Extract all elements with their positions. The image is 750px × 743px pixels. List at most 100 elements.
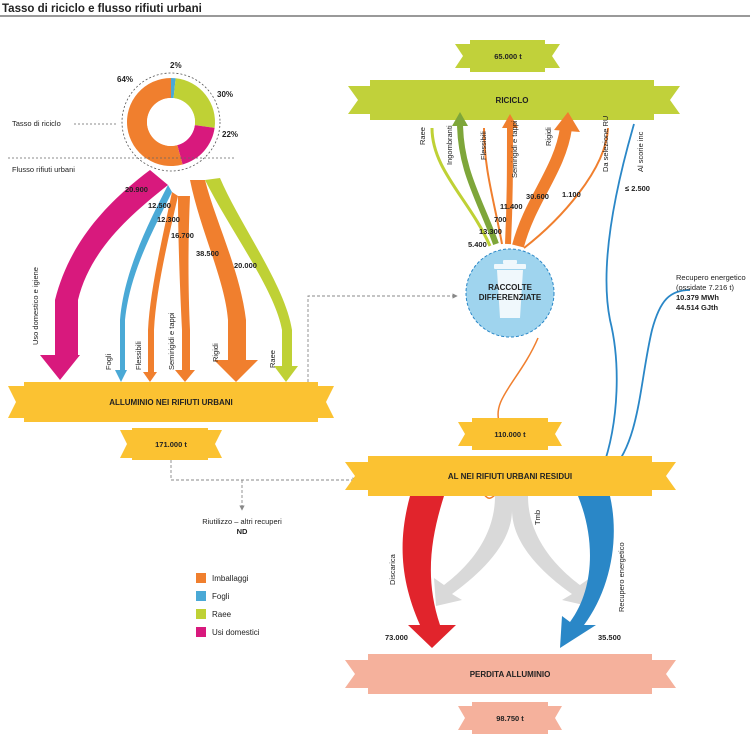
donut-segment-usi-domestici (177, 125, 215, 165)
right-value-flessibili: 700 (494, 215, 507, 224)
left-value-rigidi: 38.500 (196, 249, 219, 258)
flow-rigidi (190, 180, 258, 382)
right-value-semirigidi: 11.400 (500, 202, 523, 211)
legend-swatch-fogli (196, 591, 206, 601)
right-label-raee: Raee (418, 127, 427, 145)
raccolte-line2: DIFFERENZIATE (479, 293, 542, 302)
flusso-label: Flusso rifiuti urbani (12, 165, 75, 174)
banner-alluminio-text: ALLUMINIO NEI RIFIUTI URBANI (109, 398, 233, 407)
flow-uso-domestico (40, 170, 168, 380)
perdita-total: 98.750 t (496, 714, 524, 723)
left-label-uso-domestico: Uso domestico e igiene (31, 267, 40, 345)
flow-raee (205, 178, 298, 382)
legend-swatch-imballaggi (196, 573, 206, 583)
left-label-rigidi: Rigidi (211, 343, 220, 362)
flow-recupero-energetico (560, 496, 614, 648)
riutilizzo-line2: ND (237, 527, 248, 536)
flow-r-flessibili (483, 127, 503, 245)
residui-total: 110.000 t (494, 430, 526, 439)
raccolte-node (465, 248, 555, 338)
riciclo-total: 65.000 t (494, 52, 522, 61)
left-label-semirigidi: Semirigidi e tappi (167, 312, 176, 370)
right-value-ingombranti: 13.300 (479, 227, 502, 236)
connector-to-residui (170, 460, 358, 483)
left-value-semirigidi: 16.700 (171, 231, 194, 240)
flow-r-ingombranti (457, 121, 499, 246)
right-label-selezione: Da selezione RU (601, 116, 610, 172)
left-value-fogli: 12.500 (148, 201, 171, 210)
bottom-value-recupero: 35.500 (598, 633, 621, 642)
right-flows (430, 112, 691, 499)
flow-flessibili (143, 192, 178, 382)
right-value-scorie: ≤ 2.500 (625, 184, 650, 193)
badge-residui-total (458, 418, 562, 450)
banner-riciclo-text: RICICLO (496, 96, 529, 105)
flow-r-rigidi (512, 126, 572, 248)
arrow-r-semirigidi (502, 114, 518, 128)
left-label-flessibili: Flessibili (134, 341, 143, 370)
bottom-label-tmb: Tmb (533, 510, 542, 525)
right-label-rigidi: Rigidi (544, 127, 553, 146)
flow-tmb (434, 496, 590, 606)
donut-outline (121, 72, 221, 172)
banner-residui-text: AL NEI RIFIUTI URBANI RESIDUI (448, 472, 572, 481)
right-value-selezione: 1.100 (562, 190, 581, 199)
donut-pct-fogli: 2% (170, 61, 182, 70)
arrow-r-rigidi (554, 112, 580, 132)
bottom-flows (402, 496, 614, 648)
flow-r-semirigidi (505, 125, 513, 245)
legend-label-raee: Raee (212, 610, 232, 619)
flow-raccolte-to-residui (497, 337, 539, 425)
raccolte-line1: RACCOLTE (488, 283, 533, 292)
legend: Imballaggi Fogli Raee Usi domestici (196, 573, 260, 637)
recupero-note-line4: 44.514 GJth (676, 303, 719, 312)
left-value-uso-domestico: 20.900 (125, 185, 148, 194)
left-value-raee: 20.000 (234, 261, 257, 270)
legend-label-imballaggi: Imballaggi (212, 574, 249, 583)
right-value-rigidi: 30.600 (526, 192, 549, 201)
recupero-note-line1: Recupero energetico (676, 273, 746, 282)
left-label-raee: Raee (268, 350, 277, 368)
arrow-r-ingombranti (452, 112, 468, 126)
alluminio-total: 171.000 t (155, 440, 187, 449)
recupero-note-line3: 10.379 MWh (676, 293, 719, 302)
right-value-raee: 5.400 (468, 240, 487, 249)
flow-r-raee (430, 127, 492, 247)
diagram-title: Tasso di riciclo e flusso rifiuti urbani (2, 3, 202, 15)
donut-segment-fogli (171, 78, 176, 99)
recupero-note-line2: (ossidate 7.216 t) (676, 283, 734, 292)
flow-semirigidi (175, 196, 195, 382)
donut-chart (121, 72, 221, 172)
donut-hole (147, 98, 195, 146)
legend-label-usi-domestici: Usi domestici (212, 628, 260, 637)
legend-swatch-raee (196, 609, 206, 619)
banner-riciclo (348, 80, 680, 120)
donut-pct-usi-domestici: 22% (222, 130, 238, 139)
right-label-flessibili: Flessibili (479, 131, 488, 160)
bottom-label-recupero: Recupero energetico (617, 542, 626, 612)
badge-alluminio-total (120, 428, 222, 460)
banner-perdita-text: PERDITA ALLUMINIO (470, 670, 551, 679)
right-label-semirigidi: Semirigidi e tappi (510, 120, 519, 178)
left-label-fogli: Fogli (104, 353, 113, 370)
donut-pct-raee: 30% (217, 90, 233, 99)
bottom-value-discarica: 73.000 (385, 633, 408, 642)
left-flows (40, 170, 298, 382)
flow-r-scorie (601, 123, 635, 471)
riutilizzo-line1: Riutilizzo – altri recuperi (202, 517, 282, 526)
donut-segment-raee (173, 78, 215, 128)
flow-r-recupero-note (611, 289, 691, 471)
legend-swatch-usi-domestici (196, 627, 206, 637)
legend-label-fogli: Fogli (212, 592, 230, 601)
banner-residui (345, 456, 676, 496)
donut-pct-imballaggi: 64% (117, 75, 133, 84)
flow-r-selezione (523, 127, 609, 249)
banner-alluminio (8, 382, 334, 422)
connector-to-raccolte (307, 293, 458, 382)
left-value-flessibili: 12.300 (157, 215, 180, 224)
donut-segment-imballaggi (126, 78, 183, 166)
flow-discarica (402, 496, 456, 648)
flow-fogli (115, 185, 172, 382)
banner-perdita (345, 654, 676, 694)
